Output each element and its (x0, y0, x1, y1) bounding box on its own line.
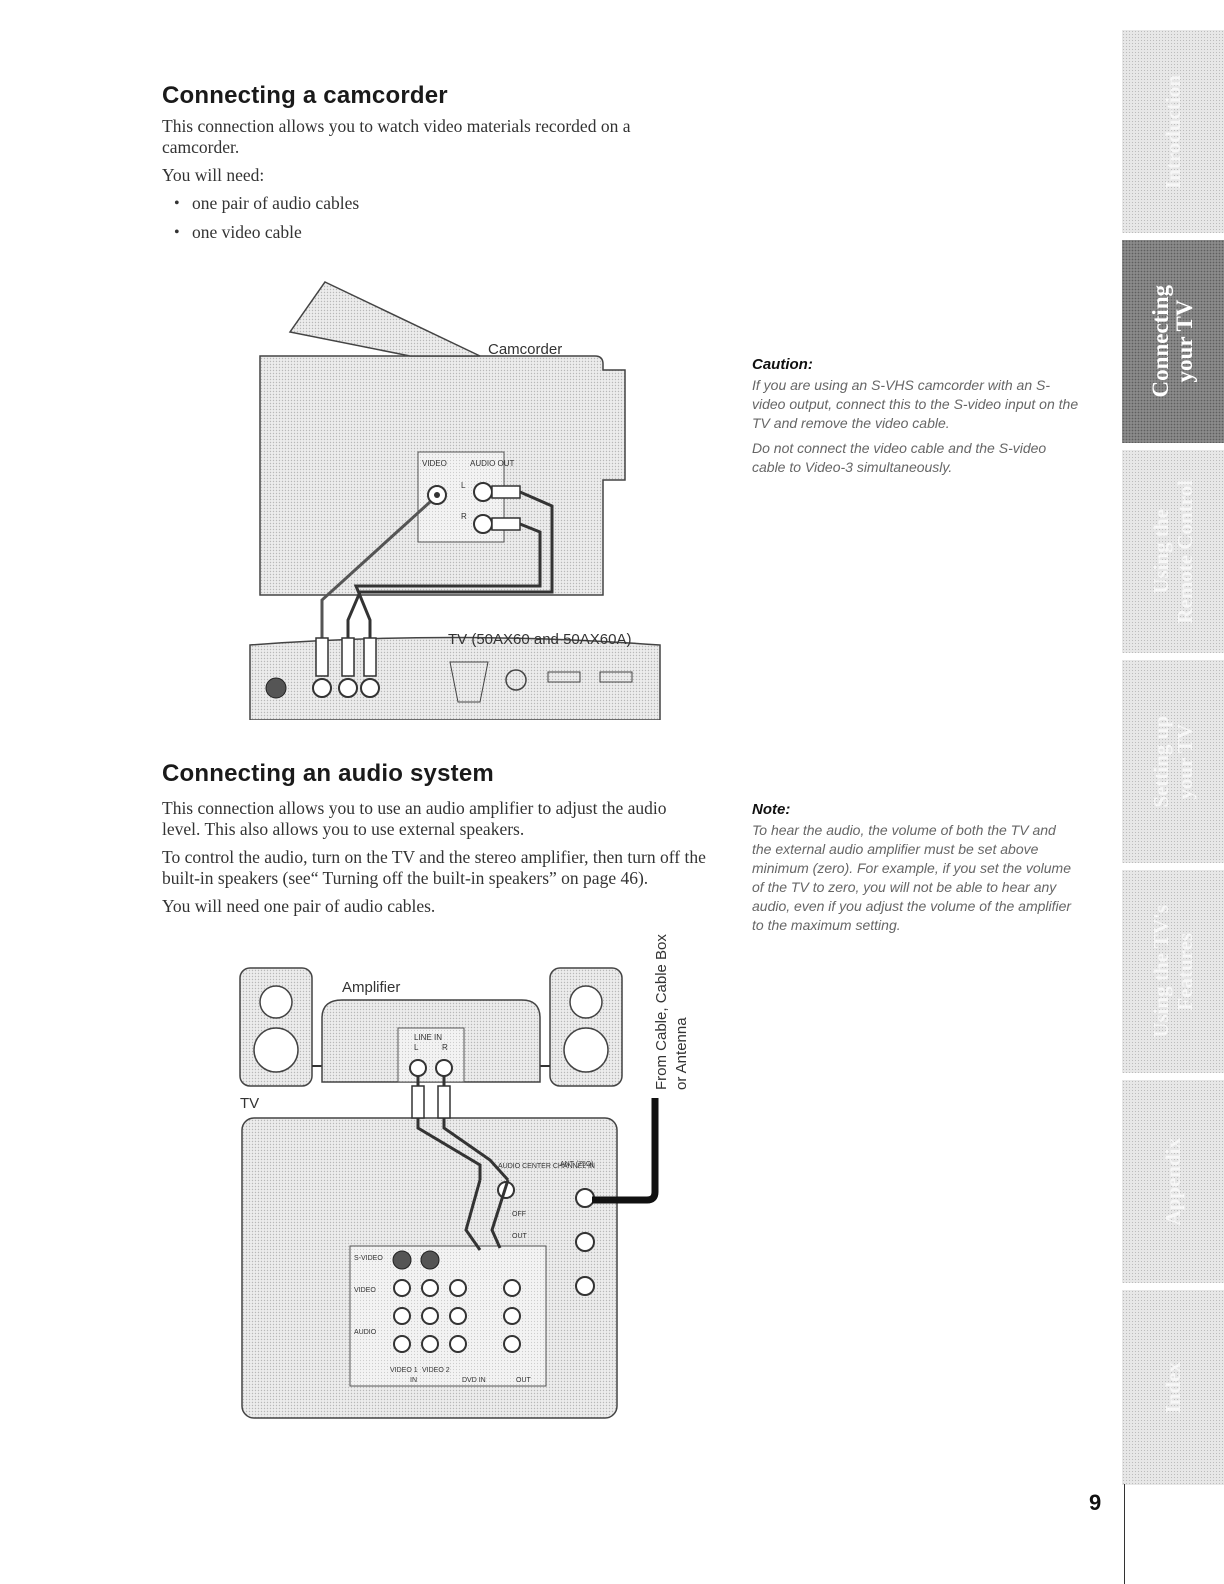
audio-paragraph: This connection allows you to use an aud… (162, 798, 667, 839)
tab-using-remote-control[interactable]: Using the Remote Control (1122, 450, 1224, 653)
audio-label: AUDIO (354, 1329, 377, 1336)
audio-paragraph: You will need one pair of audio cables. (162, 896, 436, 916)
video-jack-label: VIDEO (422, 459, 447, 468)
in-label: IN (410, 1377, 417, 1384)
camcorder-needs-list: one pair of audio cables one video cable (174, 193, 702, 243)
source-label-line1: From Cable, Cable Box (653, 934, 670, 1090)
tab-appendix[interactable]: Appendix (1122, 1080, 1224, 1283)
page-number-rule (1124, 1484, 1125, 1584)
dvd-in-label: DVD IN (462, 1377, 486, 1384)
note-text: To hear the audio, the volume of both th… (752, 822, 1072, 933)
video1-label: VIDEO 1 (390, 1367, 418, 1374)
tab-introduction[interactable]: Introduction (1122, 30, 1224, 233)
caution-title: Caution: (752, 356, 813, 373)
caution-paragraph: If you are using an S-VHS camcorder with… (752, 377, 1079, 431)
caution-note: Caution: If you are using an S-VHS camco… (752, 355, 1082, 483)
audio-out-label: AUDIO OUT (470, 459, 515, 468)
tab-label: Setting up your TV (1149, 715, 1197, 808)
off-label: OFF (512, 1211, 526, 1218)
section-title-audio: Connecting an audio system (162, 760, 494, 787)
tab-label: Appendix (1161, 1137, 1185, 1226)
audio-connection-diagram: Amplifier LINE IN L R TV AUDIO CENTER CH… (239, 934, 690, 1419)
bottom-out-label: OUT (516, 1377, 532, 1384)
ant-label: ANT (75Ω) (560, 1161, 594, 1168)
note: Note: To hear the audio, the volume of b… (752, 800, 1072, 941)
amplifier-label: Amplifier (342, 979, 400, 996)
tab-label: Using the Remote Control (1149, 479, 1197, 624)
camcorder-connection-diagram: Camcorder VIDEO AUDIO OUT L R TV (50AX60… (249, 281, 661, 720)
section-title-camcorder: Connecting a camcorder (162, 82, 448, 109)
tv-front-panel (249, 636, 661, 720)
note-title: Note: (752, 801, 791, 818)
video2-label: VIDEO 2 (422, 1367, 450, 1374)
tv-label: TV (240, 1095, 259, 1112)
out-label: OUT (512, 1233, 528, 1240)
source-label-line2: or Antenna (673, 1017, 690, 1090)
tv-model-label: TV (50AX60 and 50AX60A) (448, 631, 631, 648)
camcorder-intro: This connection allows you to watch vide… (162, 116, 631, 157)
video-label: VIDEO (354, 1287, 376, 1294)
camcorder-need-label: You will need: (162, 165, 265, 185)
tab-connecting-your-tv[interactable]: Connecting your TV (1122, 240, 1224, 443)
list-item: one pair of audio cables (174, 193, 702, 214)
tab-index[interactable]: Index (1122, 1290, 1224, 1485)
audio-body: This connection allows you to use an aud… (162, 798, 707, 924)
camcorder-body: This connection allows you to watch vide… (162, 116, 702, 251)
audio-paragraph: To control the audio, turn on the TV and… (162, 847, 706, 888)
tab-label: Introduction (1161, 74, 1185, 189)
camcorder-label: Camcorder (488, 341, 562, 358)
list-item: one video cable (174, 222, 702, 243)
line-in-right-label: R (442, 1043, 448, 1052)
tab-label: Using the TV's Features (1149, 905, 1197, 1038)
tab-label: Index (1161, 1361, 1185, 1414)
tab-setting-up-your-tv[interactable]: Setting up your TV (1122, 660, 1224, 863)
camcorder-viewfinder (288, 281, 481, 357)
caution-paragraph: Do not connect the video cable and the S… (752, 440, 1047, 475)
tab-using-tv-features[interactable]: Using the TV's Features (1122, 870, 1224, 1073)
audio-left-label: L (461, 481, 466, 490)
audio-right-label: R (461, 512, 467, 521)
svideo-label: S-VIDEO (354, 1255, 383, 1262)
line-in-left-label: L (414, 1043, 419, 1052)
tab-label: Connecting your TV (1148, 285, 1197, 398)
page-number: 9 (1089, 1490, 1102, 1515)
line-in-label: LINE IN (414, 1033, 442, 1042)
center-channel-label: AUDIO CENTER CHANNEL IN (498, 1163, 595, 1170)
